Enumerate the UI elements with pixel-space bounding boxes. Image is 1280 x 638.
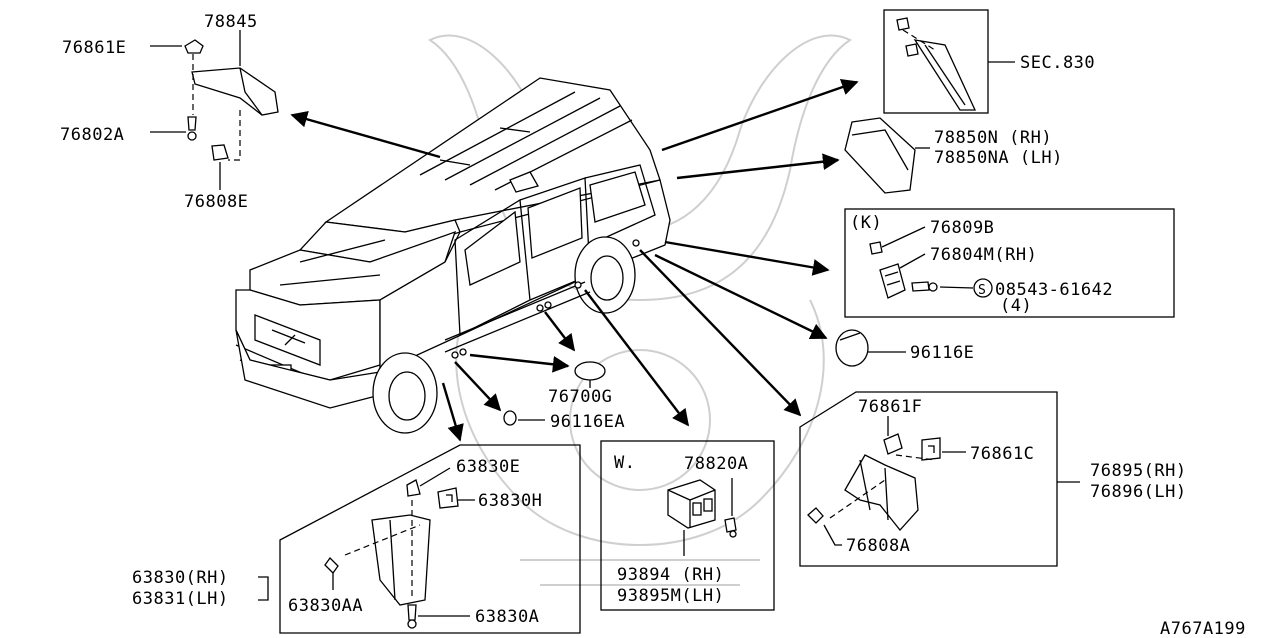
arrow-to-w-box bbox=[584, 289, 690, 427]
label-76700g: 76700G bbox=[548, 387, 612, 407]
label-78850na: 78850NA (LH) bbox=[934, 148, 1063, 168]
arrow-to-sec830 bbox=[661, 79, 859, 152]
label-76895: 76895(RH) bbox=[1090, 461, 1187, 481]
cap-96116e: 96116E bbox=[835, 329, 974, 367]
label-76896: 76896(LH) bbox=[1090, 482, 1187, 502]
label-sec830: SEC.830 bbox=[1020, 53, 1095, 73]
label-08543: 08543-61642 bbox=[995, 280, 1113, 300]
grommet-76808e bbox=[211, 144, 229, 161]
label-s-symbol: S bbox=[978, 283, 986, 298]
label-k: (K) bbox=[850, 213, 882, 233]
screw-63830aa bbox=[324, 556, 339, 575]
roof-rail-end-group: 78845 76861E 76802A 76808E bbox=[60, 12, 279, 212]
label-63830a: 63830A bbox=[475, 607, 539, 627]
bracket-76804m bbox=[879, 263, 906, 299]
label-93895m: 93895M(LH) bbox=[617, 586, 724, 606]
arrow-to-78845 bbox=[290, 111, 441, 159]
label-76804m: 76804M(RH) bbox=[930, 245, 1037, 265]
arrow-to-front-mudguard bbox=[441, 382, 464, 442]
label-63831: 63831(LH) bbox=[132, 589, 229, 609]
label-76861f: 76861F bbox=[858, 397, 922, 417]
arrow-to-k-box bbox=[664, 240, 830, 276]
label-63830: 63830(RH) bbox=[132, 568, 229, 588]
screw-63830a bbox=[407, 604, 417, 621]
label-63830aa: 63830AA bbox=[288, 596, 363, 616]
screw-08543 bbox=[911, 281, 930, 292]
front-mudguard-group: 63830E 63830H 63830(RH) 63831(LH) 63830A… bbox=[132, 444, 581, 634]
label-78845: 78845 bbox=[204, 12, 258, 32]
screw-76802a bbox=[187, 116, 197, 131]
screw-76808a bbox=[807, 507, 824, 524]
screw-78820a bbox=[724, 517, 737, 533]
w-variant-group: W. 78820A 93894 (RH) 93895M(LH) bbox=[600, 440, 775, 611]
label-96116e: 96116E bbox=[910, 343, 974, 363]
arrow-to-78850n bbox=[676, 153, 840, 180]
diagram-id: A767A199 bbox=[1160, 619, 1246, 638]
arrow-to-96116ea bbox=[454, 361, 502, 412]
label-76809b: 76809B bbox=[930, 218, 994, 238]
label-76861e: 76861E bbox=[62, 38, 126, 58]
quarter-trim-78850n: 78850N (RH) 78850NA (LH) bbox=[844, 117, 1063, 194]
clip-76861e bbox=[184, 39, 204, 54]
arrow-to-76700g-a bbox=[469, 353, 570, 373]
arrow-to-76700g-b bbox=[544, 311, 576, 352]
label-93894: 93894 (RH) bbox=[617, 565, 724, 585]
label-76808a: 76808A bbox=[846, 536, 910, 556]
plug-76700g: 76700G bbox=[548, 361, 612, 407]
mudguard-rear bbox=[844, 454, 919, 532]
roof-rail-cover bbox=[191, 67, 279, 116]
arrow-to-rear-mudguard bbox=[639, 249, 802, 417]
label-w: W. bbox=[614, 453, 635, 473]
mudguard-front bbox=[371, 514, 431, 606]
sec830-group: SEC.830 bbox=[883, 9, 1095, 114]
rear-mudguard-group: 76861F 76861C 76895(RH) 76896(LH) 76808A bbox=[799, 391, 1187, 567]
arrow-to-96116e bbox=[654, 253, 828, 340]
relay-93894 bbox=[667, 479, 716, 529]
label-78850n: 78850N (RH) bbox=[934, 128, 1052, 148]
cap-96116ea: 96116EA bbox=[503, 410, 625, 432]
label-63830e: 63830E bbox=[456, 457, 520, 477]
label-78820a: 78820A bbox=[684, 454, 748, 474]
k-variant-group: (K) S 76809B 76804M(RH) 08543-61642 (4) bbox=[844, 208, 1175, 318]
label-76808e: 76808E bbox=[184, 192, 248, 212]
label-63830h: 63830H bbox=[478, 491, 542, 511]
label-76861c: 76861C bbox=[970, 444, 1034, 464]
label-08543-qty: (4) bbox=[1000, 296, 1032, 316]
label-76802a: 76802A bbox=[60, 125, 124, 145]
label-96116ea: 96116EA bbox=[550, 412, 625, 432]
vehicle-illustration bbox=[235, 77, 671, 434]
